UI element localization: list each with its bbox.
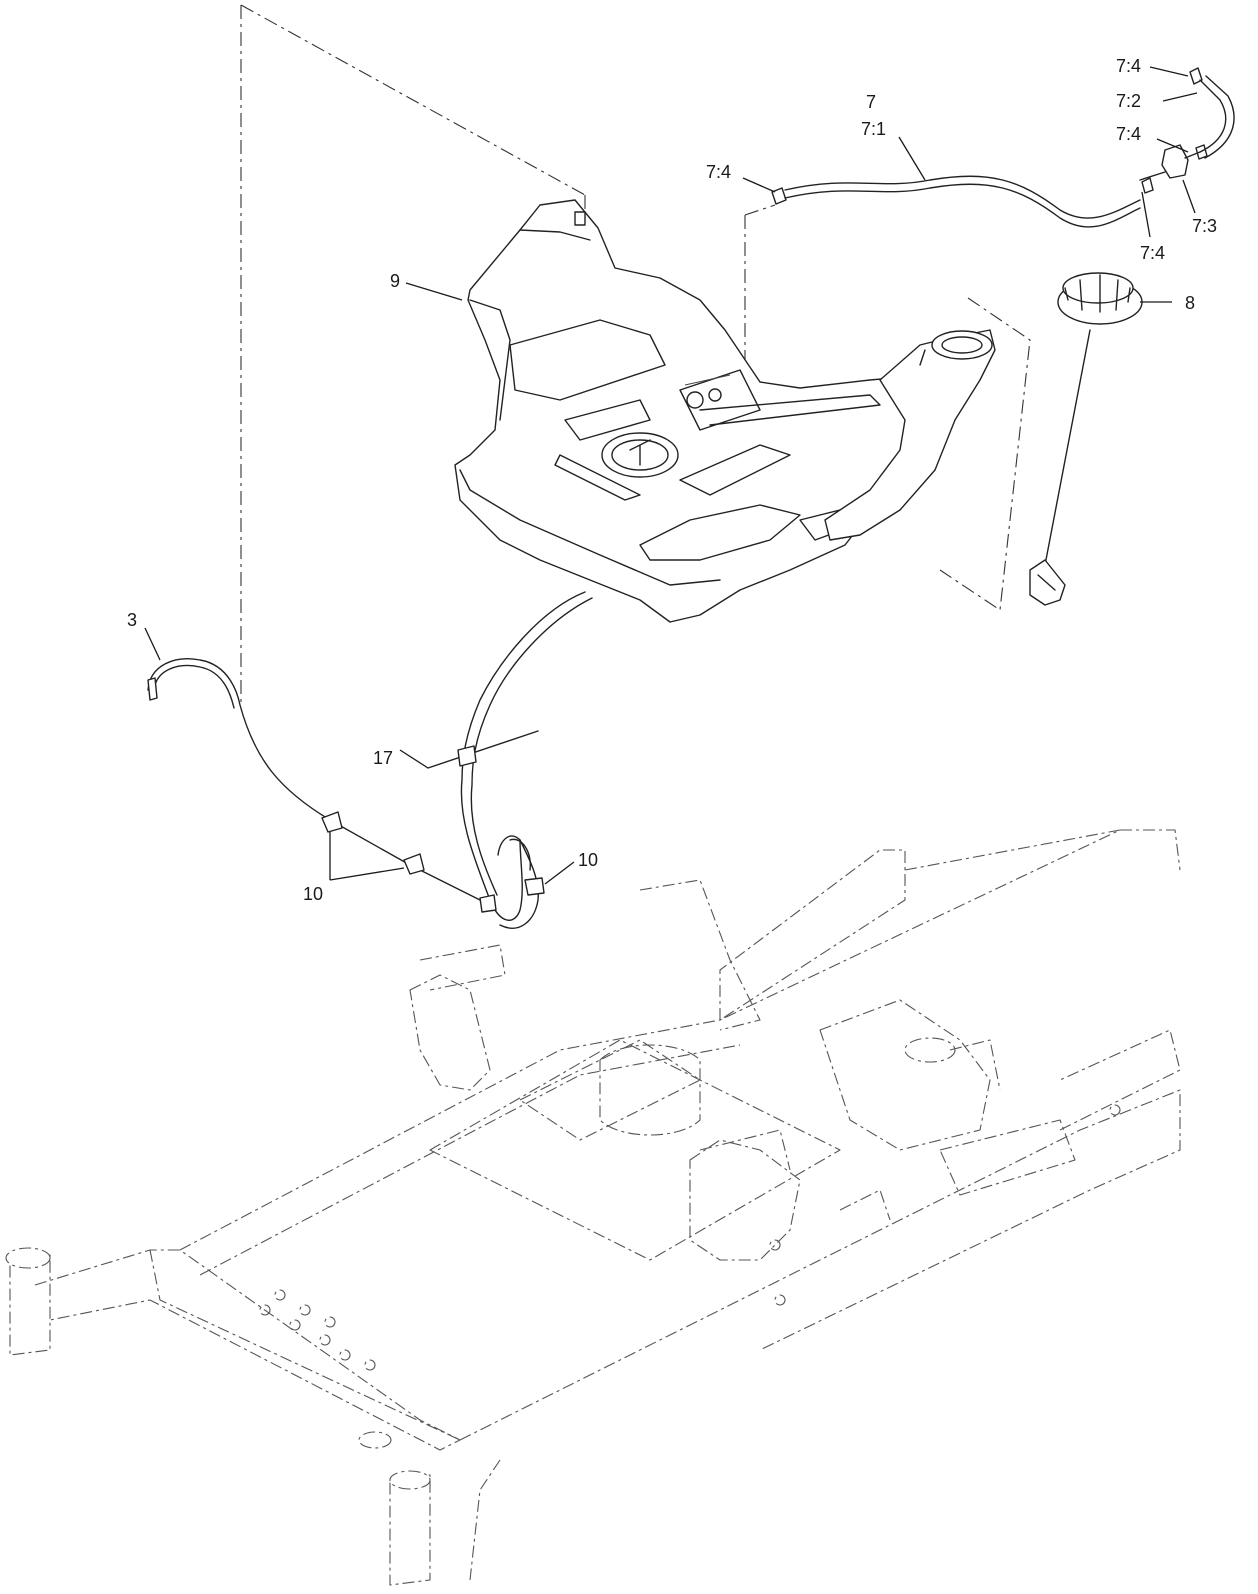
fuel-tank xyxy=(454,199,996,623)
callout-7-4-bottom: 7:4 xyxy=(1140,243,1165,263)
callout-17: 17 xyxy=(373,748,393,768)
frame-holes xyxy=(259,1104,1121,1371)
chassis-frame xyxy=(5,829,1181,1586)
callout-7-3: 7:3 xyxy=(1192,216,1217,236)
leader-lines xyxy=(144,66,1198,885)
callout-10-right: 10 xyxy=(578,850,598,870)
callout-7: 7 xyxy=(866,92,876,112)
vent-hose-assembly xyxy=(771,67,1235,228)
callout-labels: 3 9 7 7:1 7:4 7:4 7:2 7:4 7:3 7:4 8 17 1… xyxy=(127,56,1217,904)
callout-7-4-top: 7:4 xyxy=(1116,56,1141,76)
fuel-cap xyxy=(1029,272,1143,606)
callout-7-1: 7:1 xyxy=(861,119,886,139)
callout-9: 9 xyxy=(390,271,400,291)
callout-7-4-left: 7:4 xyxy=(706,162,731,182)
callout-7-4-mid: 7:4 xyxy=(1116,124,1141,144)
fuel-lines xyxy=(147,591,593,929)
callout-3: 3 xyxy=(127,610,137,630)
callout-8: 8 xyxy=(1185,293,1195,313)
callout-7-2: 7:2 xyxy=(1116,91,1141,111)
callout-10-left: 10 xyxy=(303,884,323,904)
filler-dash-box xyxy=(939,297,1031,611)
